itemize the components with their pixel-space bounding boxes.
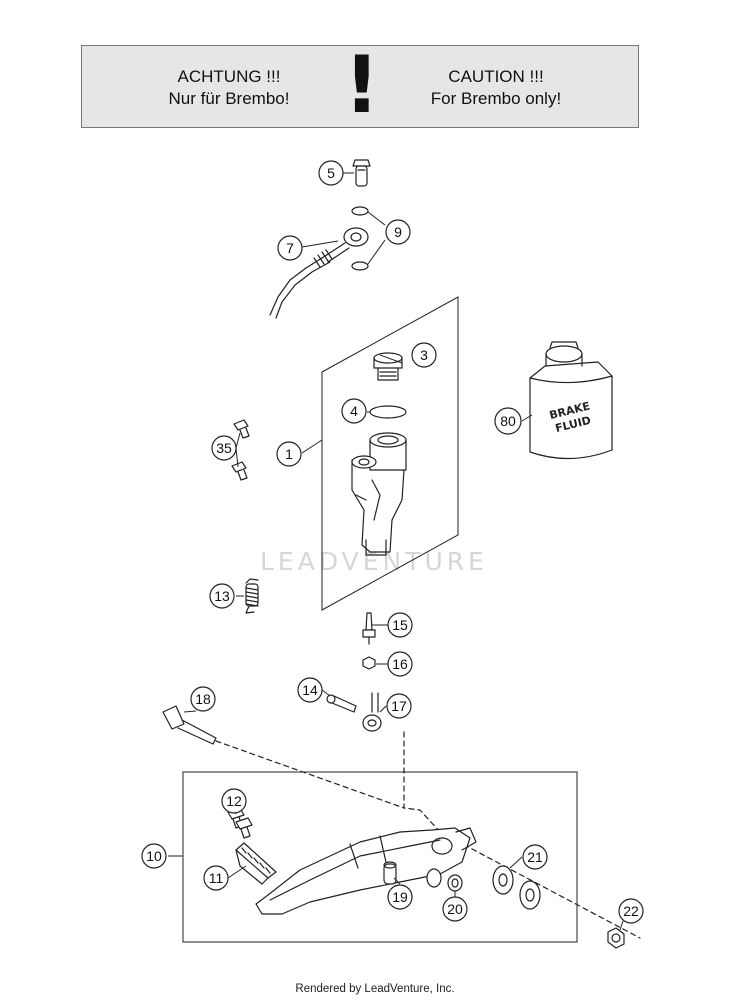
callout-13-label: 13 (214, 588, 230, 604)
pedal-bushing-part (426, 868, 463, 892)
callout-11-label: 11 (209, 870, 224, 886)
callout-9-label: 9 (394, 224, 402, 240)
callout-1-label: 1 (285, 446, 293, 462)
callout-16-label: 16 (392, 656, 408, 672)
callout-3-circle (411, 342, 437, 368)
warning-german-text: Nur für Brembo! (168, 89, 290, 108)
callout-19-label: 19 (392, 889, 408, 905)
callout-10-label: 10 (146, 848, 162, 864)
callout-17-circle (386, 693, 412, 719)
callout-35-circle (211, 435, 237, 461)
screw-bottom-part (231, 461, 248, 481)
render-credit: Rendered by LeadVenture, Inc. (295, 983, 455, 995)
callout-19-circle (387, 884, 413, 910)
callout-4-circle (341, 398, 367, 424)
callout-11-circle (203, 865, 229, 891)
warning-german-title: ACHTUNG !!! (177, 67, 281, 86)
collar-nut-part (607, 927, 625, 949)
brake-hose-part (269, 227, 369, 319)
master-cylinder-part (351, 432, 407, 556)
warning-german: ACHTUNG !!! Nur für Brembo! (129, 66, 329, 110)
assembly-axis-line (215, 731, 641, 939)
screw-top-part (233, 419, 250, 439)
callout-18-circle (190, 686, 216, 712)
callout-3-label: 3 (420, 347, 428, 363)
callout-7-circle (277, 235, 303, 261)
callout-17-label: 17 (391, 698, 407, 714)
exclamation-icon: ! (344, 41, 380, 131)
callout-5-label: 5 (327, 165, 335, 181)
callout-80-circle (494, 407, 522, 435)
pedal-sleeve-part (383, 861, 397, 885)
callout-12-label: 12 (226, 793, 242, 809)
callout-10-circle (141, 843, 167, 869)
clevis-pin-part (326, 694, 357, 713)
hex-nut-part (362, 656, 376, 670)
o-ring-part (369, 405, 407, 419)
callout-14-label: 14 (302, 682, 318, 698)
banjo-bolt-part (352, 159, 371, 187)
callout-4-label: 4 (350, 403, 358, 419)
callout-21-circle (522, 844, 548, 870)
leader-lines (168, 172, 624, 931)
callout-22-circle (618, 898, 644, 924)
reservoir-fitting-part (373, 352, 403, 381)
callout-80-label: 80 (500, 413, 516, 429)
bearing-upper-part (492, 865, 514, 895)
callout-18-label: 18 (195, 691, 211, 707)
brake-fluid-can-part (529, 341, 613, 460)
callout-16-circle (387, 651, 413, 677)
callout-14-circle (297, 677, 323, 703)
callout-22-label: 22 (623, 903, 639, 919)
callout-15-circle (387, 612, 413, 638)
callout-7-label: 7 (286, 240, 294, 256)
callout-20-label: 20 (447, 901, 463, 917)
callout-5-circle (318, 160, 344, 186)
sealing-ring-top-part (351, 206, 369, 216)
callout-20-circle (442, 896, 468, 922)
brake-pedal-part (255, 827, 477, 915)
callout-1-circle (276, 441, 302, 467)
fork-head-part (362, 692, 382, 732)
warning-english: CAUTION !!! For Brembo only! (396, 66, 596, 110)
warning-english-text: For Brembo only! (430, 89, 562, 108)
pedal-screw-bottom-part (235, 817, 253, 839)
bearing-lower-part (519, 880, 541, 910)
callout-9-circle (385, 219, 411, 245)
sealing-ring-bottom-part (351, 261, 369, 271)
callout-13-circle (209, 583, 235, 609)
pedal-group-frame (182, 771, 578, 943)
callout-12-circle (221, 788, 247, 814)
return-spring-part (245, 578, 259, 614)
push-rod-part (362, 612, 376, 645)
pedal-tip-part (235, 842, 277, 885)
warning-english-title: CAUTION !!! (448, 67, 544, 86)
warning-banner: ACHTUNG !!! Nur für Brembo! ! CAUTION !!… (81, 41, 639, 131)
callout-15-label: 15 (392, 617, 408, 633)
callout-21-label: 21 (527, 849, 543, 865)
long-bolt-part (162, 705, 217, 745)
callout-35-label: 35 (216, 440, 232, 456)
master-cylinder-group-frame (321, 296, 459, 611)
watermark: LEADVENTURE (260, 547, 488, 576)
